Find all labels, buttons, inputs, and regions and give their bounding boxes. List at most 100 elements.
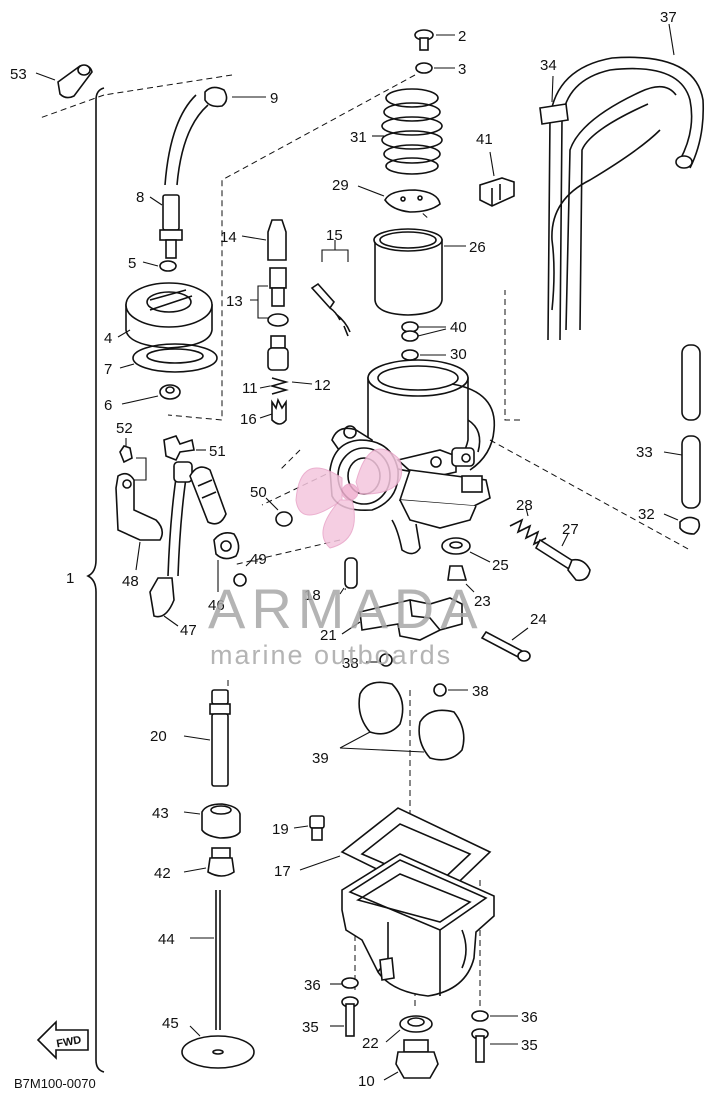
part-27-screw: 27 — [534, 521, 591, 582]
guide-lines — [39, 74, 691, 1010]
part-24-pin: 24 — [480, 611, 547, 662]
part-42-plug: 42 — [154, 847, 235, 882]
part-22-gasket: 22 — [362, 1015, 433, 1052]
part-48-bracket: 48 — [115, 457, 164, 590]
part-38a-pin: 38 — [342, 653, 393, 672]
part-36a-washer: 36 — [304, 977, 359, 994]
part-8-hose: 8 — [136, 94, 209, 259]
part-50-plug: 50 — [250, 484, 293, 527]
callout-51: 51 — [209, 443, 226, 460]
part-26-slide: 26 — [373, 228, 486, 316]
callout-12: 12 — [314, 377, 331, 394]
part-19-screw: 19 — [272, 815, 325, 841]
callout-7: 7 — [104, 361, 112, 378]
callout-33: 33 — [636, 444, 653, 461]
callout-21: 21 — [320, 627, 337, 644]
part-47-cable: 47 — [149, 461, 197, 639]
callout-5: 5 — [128, 255, 136, 272]
part-43-seal: 43 — [152, 803, 241, 839]
part-25-washer: 25 — [441, 537, 509, 574]
part-28-spring: 28 — [509, 497, 547, 546]
part-21-float-arm: 21 — [320, 597, 463, 644]
callout-34: 34 — [540, 57, 557, 74]
callout-17: 17 — [274, 863, 291, 880]
part-12-needle-valve: 12 — [267, 335, 331, 394]
callout-38a: 38 — [342, 655, 359, 672]
callout-44: 44 — [158, 931, 175, 948]
part-49-ball: 49 — [233, 551, 267, 587]
part-52-cap: 52 — [116, 420, 133, 464]
carburetor-body — [329, 359, 496, 555]
part-32-fitting: 32 — [638, 506, 701, 535]
callout-2: 2 — [458, 28, 466, 45]
part-10-drain-plug: 10 — [358, 1039, 439, 1090]
part-51-fitting: 51 — [163, 435, 226, 462]
callout-8: 8 — [136, 189, 144, 206]
callout-26: 26 — [469, 239, 486, 256]
callout-18: 18 — [304, 587, 321, 604]
callout-40: 40 — [450, 319, 467, 336]
callout-36a: 36 — [304, 977, 321, 994]
part-40-clips: 40 — [401, 319, 467, 342]
callout-10: 10 — [358, 1073, 375, 1090]
fwd-label: FWD — [56, 1034, 83, 1050]
part-5-oring: 5 — [128, 255, 177, 272]
callout-23: 23 — [474, 593, 491, 610]
propeller-logo-icon — [295, 448, 402, 549]
callout-45: 45 — [162, 1015, 179, 1032]
callout-35b: 35 — [521, 1037, 538, 1054]
callout-4: 4 — [104, 330, 112, 347]
callout-22: 22 — [362, 1035, 379, 1052]
callout-46: 46 — [208, 597, 225, 614]
part-16-screw: 16 — [240, 397, 287, 428]
callout-29: 29 — [332, 177, 349, 194]
part-20-tube: 20 — [150, 689, 231, 787]
part-30-ring: 30 — [401, 346, 467, 363]
part-18-pin: 18 — [304, 557, 358, 604]
callout-9: 9 — [270, 90, 278, 107]
callout-50: 50 — [250, 484, 267, 501]
callout-53: 53 — [10, 66, 27, 83]
part-11-spring: 11 — [242, 377, 289, 397]
assembly-bracket: 1 — [66, 87, 105, 1073]
callout-41: 41 — [476, 131, 493, 148]
part-37-vent-tube: 37 — [547, 9, 705, 341]
part-41-clip: 41 — [476, 131, 515, 207]
callout-36b: 36 — [521, 1009, 538, 1026]
part-3-washer: 3 — [415, 61, 466, 78]
callout-11: 11 — [242, 380, 258, 397]
part-9-cap: 9 — [204, 86, 278, 108]
part-23-jet: 23 — [447, 565, 491, 610]
callout-25: 25 — [492, 557, 509, 574]
callout-49: 49 — [250, 551, 267, 568]
part-39-floats: 39 — [312, 681, 465, 767]
callout-27: 27 — [562, 521, 579, 538]
callout-30: 30 — [450, 346, 467, 363]
part-31-spring: 31 — [350, 88, 443, 175]
callout-32: 32 — [638, 506, 655, 523]
callout-48: 48 — [122, 573, 139, 590]
part-13-jet-holder: 13 — [226, 267, 289, 327]
watermark-brand: ARMADA — [208, 577, 484, 640]
part-29-plate: 29 — [332, 177, 441, 213]
callout-47: 47 — [180, 622, 197, 639]
part-46-plunger: 46 — [189, 466, 240, 614]
callout-24: 24 — [530, 611, 547, 628]
callout-42: 42 — [154, 865, 171, 882]
callout-15: 15 — [326, 227, 343, 244]
callout-31: 31 — [350, 129, 367, 146]
part-7-gasket: 7 — [104, 343, 218, 378]
part-53-cap: 53 — [10, 64, 93, 99]
callout-19: 19 — [272, 821, 289, 838]
callout-1: 1 — [66, 570, 74, 587]
callout-6: 6 — [104, 397, 112, 414]
callout-37: 37 — [660, 9, 677, 26]
part-15-air-screw: 15 — [310, 227, 351, 337]
part-35b-screw: 35 — [471, 1028, 538, 1063]
part-34-hose-end: 34 — [539, 57, 569, 125]
callout-52: 52 — [116, 420, 133, 437]
diagram-code: B7M100-0070 — [14, 1076, 96, 1091]
callout-16: 16 — [240, 411, 257, 428]
part-45-disc: 45 — [162, 1015, 255, 1069]
